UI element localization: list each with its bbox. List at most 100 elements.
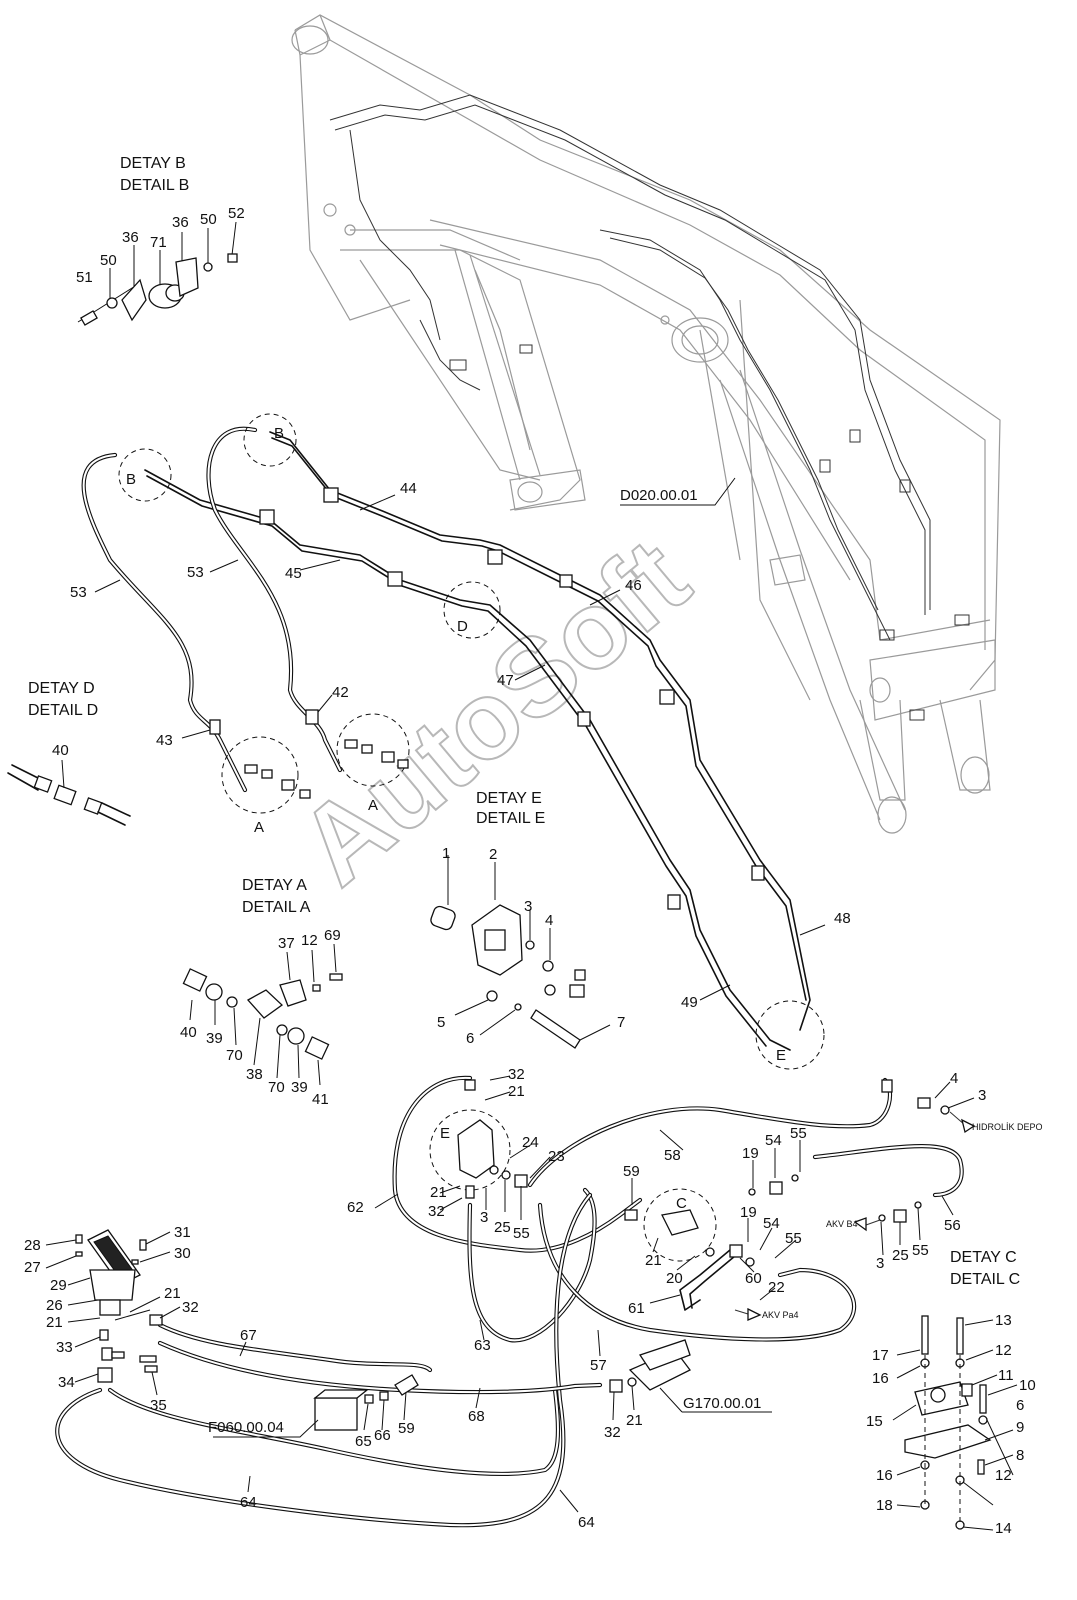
- part-47: 47: [497, 672, 514, 689]
- part-64-a: 64: [240, 1494, 257, 1511]
- marker-e-2: E: [440, 1125, 450, 1142]
- part-41: 41: [312, 1091, 329, 1108]
- part-15: 15: [866, 1413, 883, 1430]
- part-14: 14: [995, 1520, 1012, 1537]
- part-52: 52: [228, 205, 245, 222]
- boom-arm-drawing: D020.00.01: [291, 14, 1001, 834]
- part-59-c: 59: [623, 1163, 640, 1180]
- part-20: 20: [666, 1270, 683, 1287]
- marker-a-2: A: [368, 797, 378, 814]
- detail-circle-c: [643, 1188, 717, 1262]
- part-57: 57: [590, 1357, 607, 1374]
- part-68: 68: [468, 1408, 485, 1425]
- part-53-a: 53: [70, 584, 87, 601]
- detail-b-title-en: DETAIL B: [120, 177, 189, 194]
- pedal-assembly: [75, 1229, 163, 1383]
- detail-a-fittings: [244, 739, 409, 799]
- part-40-d: 40: [52, 742, 69, 759]
- part-21-e-bot: 21: [430, 1184, 447, 1201]
- detail-a: DETAY A DETAIL A 37 12 69 40 39 70 38 70…: [180, 877, 343, 1108]
- detail-d: DETAY D DETAIL D 40: [7, 680, 131, 826]
- part-37: 37: [278, 935, 295, 952]
- part-32-e-top: 32: [508, 1066, 525, 1083]
- part-66: 66: [374, 1427, 391, 1444]
- marker-a-1: A: [254, 819, 264, 836]
- part-21-pedal-b: 21: [164, 1285, 181, 1302]
- part-6-c: 6: [1016, 1397, 1024, 1414]
- detail-d-title-tr: DETAY D: [28, 680, 95, 697]
- part-11: 11: [998, 1367, 1014, 1384]
- part-31: 31: [174, 1224, 191, 1241]
- marker-b-1: B: [126, 471, 136, 488]
- part-43: 43: [156, 732, 173, 749]
- part-5: 5: [437, 1014, 445, 1031]
- part-55-top: 55: [790, 1125, 807, 1142]
- part-8: 8: [1016, 1447, 1024, 1464]
- part-10: 10: [1019, 1377, 1036, 1394]
- part-48: 48: [834, 910, 851, 927]
- detail-e-title-tr: DETAY E: [476, 790, 542, 807]
- part-32-valve: 32: [604, 1424, 621, 1441]
- part-70-a: 70: [226, 1047, 243, 1064]
- part-44: 44: [400, 480, 417, 497]
- part-33: 33: [56, 1339, 73, 1356]
- part-28: 28: [24, 1237, 41, 1254]
- main-hydraulic-lines: B B D A A E 44 45 46 47 48 49 53 53 42 4…: [70, 413, 851, 1070]
- part-39-b: 39: [291, 1079, 308, 1096]
- port-hidrolik-depo: HIDROLİK DEPO: [972, 1122, 1043, 1132]
- detail-e-valve: DETAY E DETAIL E 1 2 3 4 5 6 7: [430, 790, 625, 1049]
- part-4-tank: 4: [950, 1070, 958, 1087]
- part-53-b: 53: [187, 564, 204, 581]
- part-58: 58: [664, 1147, 681, 1164]
- ref-code-boom: D020.00.01: [620, 487, 698, 504]
- part-55-b4: 55: [912, 1242, 929, 1259]
- part-12-c-bot: 12: [995, 1467, 1012, 1484]
- part-1: 1: [442, 845, 450, 862]
- part-17: 17: [872, 1347, 889, 1364]
- part-4-e: 4: [545, 912, 553, 929]
- detail-circle-b-2: [243, 413, 297, 467]
- part-30: 30: [174, 1245, 191, 1262]
- marker-e-1: E: [776, 1047, 786, 1064]
- part-29: 29: [50, 1277, 67, 1294]
- marker-d: D: [457, 618, 468, 635]
- detail-circle-a-2: [336, 713, 410, 787]
- part-55-e-bot: 55: [513, 1225, 530, 1242]
- part-27: 27: [24, 1259, 41, 1276]
- part-62: 62: [347, 1199, 364, 1216]
- part-70-b: 70: [268, 1079, 285, 1096]
- detail-c-title-tr: DETAY C: [950, 1249, 1017, 1266]
- detail-b-title-tr: DETAY B: [120, 155, 186, 172]
- part-13: 13: [995, 1312, 1012, 1329]
- detail-b-clamp: DETAY B DETAIL B: [77, 155, 238, 326]
- detail-d-title-en: DETAIL D: [28, 702, 98, 719]
- part-21-c: 21: [645, 1252, 662, 1269]
- part-50-top: 50: [200, 211, 217, 228]
- part-60: 60: [745, 1270, 762, 1287]
- part-22: 22: [768, 1279, 785, 1296]
- part-54-c: 54: [763, 1215, 780, 1232]
- part-34: 34: [58, 1374, 75, 1391]
- part-25-e-bot: 25: [494, 1219, 511, 1236]
- part-21-e-top: 21: [508, 1083, 525, 1100]
- part-21-valve: 21: [626, 1412, 643, 1429]
- part-55-c: 55: [785, 1230, 802, 1247]
- port-akv-pa4: AKV Pa4: [762, 1310, 799, 1320]
- part-54-top: 54: [765, 1132, 782, 1149]
- part-51: 51: [76, 269, 93, 286]
- marker-c: C: [676, 1195, 687, 1212]
- part-39-a: 39: [206, 1030, 223, 1047]
- detail-a-title-tr: DETAY A: [242, 877, 307, 894]
- part-56: 56: [944, 1217, 961, 1234]
- ref-code-pilot: F060.00.04: [208, 1419, 284, 1436]
- part-38: 38: [246, 1066, 263, 1083]
- detail-b-labels: 52 50 36 36 71 50 51: [76, 205, 245, 286]
- part-23: 23: [548, 1148, 565, 1165]
- part-19-c: 19: [740, 1204, 757, 1221]
- part-16-bot: 16: [876, 1467, 893, 1484]
- part-9: 9: [1016, 1419, 1024, 1436]
- part-46: 46: [625, 577, 642, 594]
- part-63: 63: [474, 1337, 491, 1354]
- part-69: 69: [324, 927, 341, 944]
